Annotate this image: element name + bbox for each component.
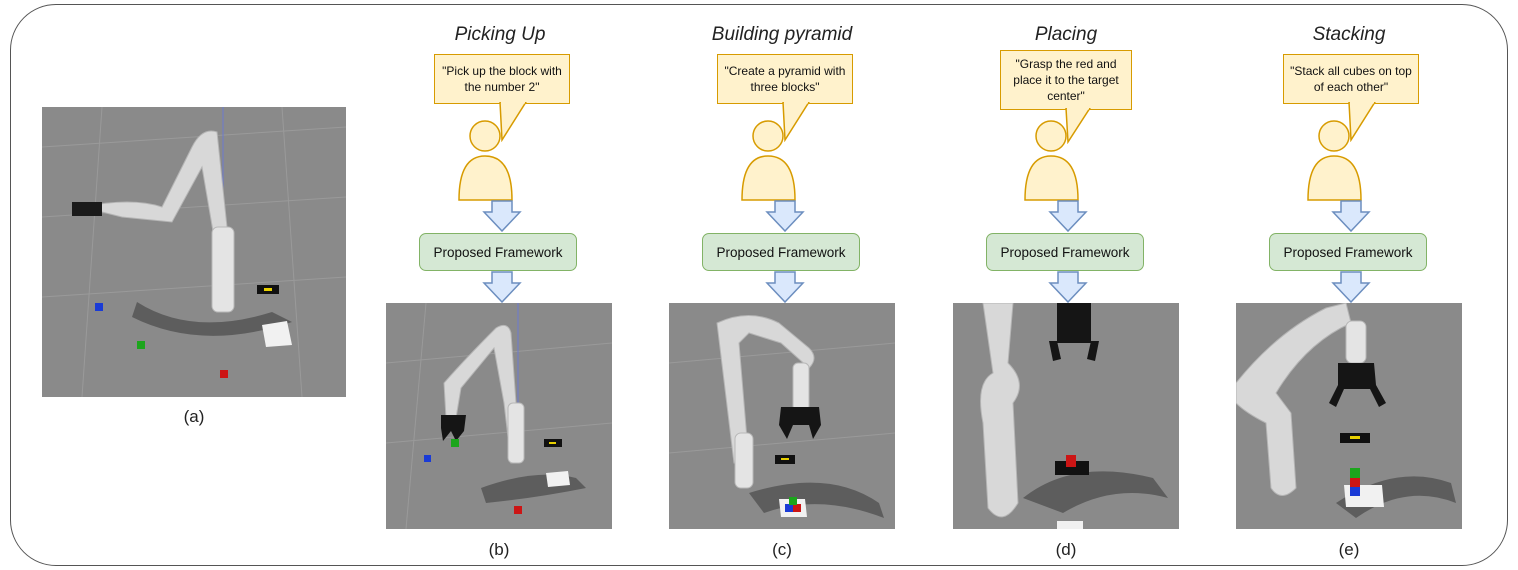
scene-image-c <box>669 303 895 529</box>
caption-c: (c) <box>772 540 792 559</box>
caption-e: (e) <box>1338 540 1360 559</box>
title-e: Stacking <box>1312 24 1386 45</box>
bubble-tail-b <box>499 102 527 142</box>
scene-image-e <box>1236 303 1462 529</box>
bubble-tail-e <box>1348 102 1376 142</box>
user-icon-c <box>741 120 796 201</box>
title-d: Placing <box>1034 24 1098 45</box>
instruction-bubble-d: "Grasp the red and place it to the targe… <box>1000 50 1132 110</box>
scene-image-b <box>386 303 612 529</box>
arrow-down-icon <box>1048 271 1088 303</box>
arrow-down-icon <box>1331 271 1371 303</box>
instruction-bubble-e: "Stack all cubes on top of each other" <box>1283 54 1419 104</box>
arrow-down-icon <box>482 271 522 303</box>
arrow-down-icon <box>1331 200 1371 232</box>
user-icon-d <box>1024 120 1079 201</box>
framework-box-d: Proposed Framework <box>986 233 1144 271</box>
user-icon-e <box>1307 120 1362 201</box>
scene-image-a <box>42 107 346 397</box>
title-b: Picking Up <box>454 24 546 45</box>
caption-d: (d) <box>1055 540 1077 559</box>
arrow-down-icon <box>482 200 522 232</box>
instruction-bubble-c: "Create a pyramid with three blocks" <box>717 54 853 104</box>
user-icon-b <box>458 120 513 201</box>
figure-frame <box>10 4 1508 566</box>
framework-box-e: Proposed Framework <box>1269 233 1427 271</box>
instruction-bubble-b: "Pick up the block with the number 2" <box>434 54 570 104</box>
caption-a: (a) <box>183 407 205 426</box>
caption-b: (b) <box>488 540 510 559</box>
bubble-tail-c <box>782 102 810 142</box>
title-c: Building pyramid <box>711 24 853 45</box>
bubble-tail-d <box>1065 108 1091 144</box>
arrow-down-icon <box>1048 200 1088 232</box>
framework-box-c: Proposed Framework <box>702 233 860 271</box>
arrow-down-icon <box>765 271 805 303</box>
framework-box-b: Proposed Framework <box>419 233 577 271</box>
scene-image-d <box>953 303 1179 529</box>
arrow-down-icon <box>765 200 805 232</box>
